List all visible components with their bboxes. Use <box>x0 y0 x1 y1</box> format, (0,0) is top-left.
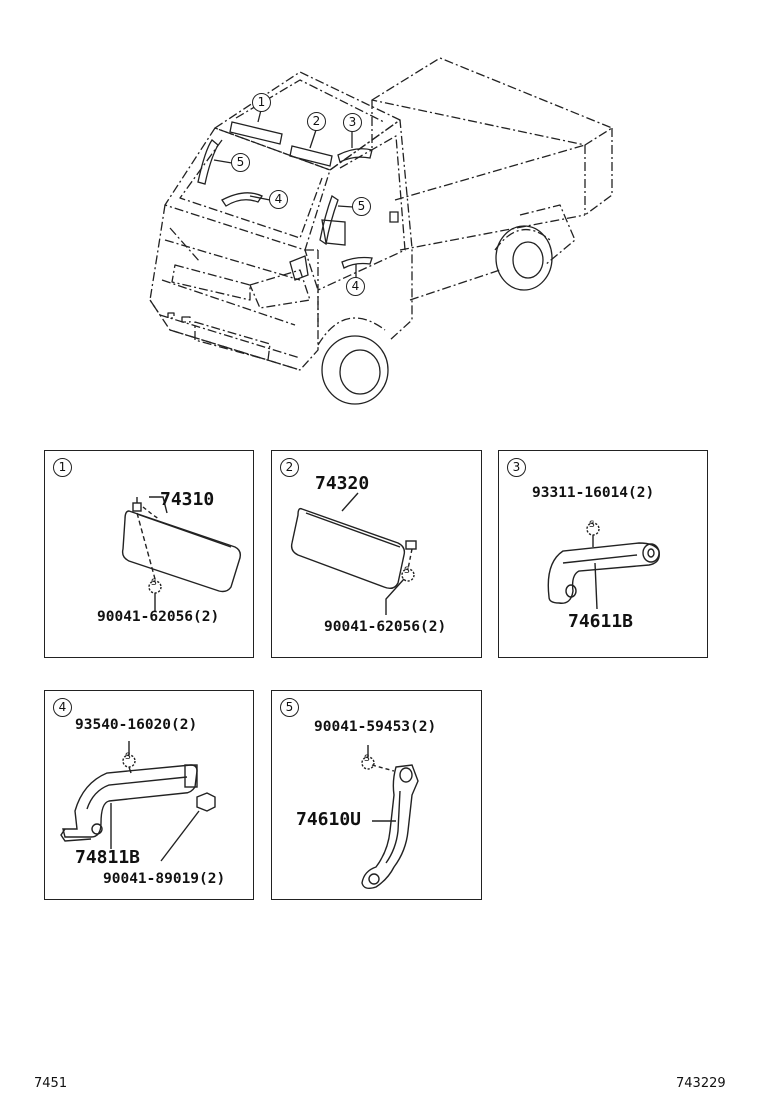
truck-illustration <box>149 57 613 405</box>
screw-icon: S <box>125 752 131 762</box>
overview-callout-4-front: 4 <box>269 190 288 209</box>
sun-visor-passenger-drawing <box>290 492 417 615</box>
footer-right-code: 743229 <box>676 1076 726 1091</box>
part-number-74811b: 74811B <box>75 847 141 868</box>
screw-icon: S <box>151 578 157 588</box>
part-number-grip-clip-4: 90041-89019(2) <box>103 871 226 887</box>
part-number-74610u: 74610U <box>296 809 362 830</box>
screw-icon: S <box>404 566 410 576</box>
assist-grip-74611b-drawing <box>547 522 660 610</box>
panel-assist-grip-74611b: 3 S 93311-16014(2) 74611B <box>498 450 708 658</box>
clip-icon <box>196 792 216 812</box>
panel-sun-visor-passenger: 2 S 74320 90041-62056(2) <box>271 450 482 658</box>
overview-callout-1: 1 <box>252 93 271 112</box>
assist-grip-74610u-drawing <box>361 745 419 890</box>
overview-callout-3: 3 <box>343 113 362 132</box>
overview-callout-5-side: 5 <box>352 197 371 216</box>
part-number-visor-screw-1: 90041-62056(2) <box>97 609 220 625</box>
assist-grip-74811b-drawing <box>60 741 216 862</box>
part-number-grip-screw-3: 93311-16014(2) <box>532 485 655 501</box>
visor-hinge-icon <box>132 502 142 512</box>
overview-callout-2: 2 <box>307 112 326 131</box>
overview-callout-4-side: 4 <box>346 277 365 296</box>
panel-assist-grip-74610u: 5 S 90041-59453(2) 74610U <box>271 690 482 900</box>
sun-visor-driver-drawing <box>121 496 242 611</box>
screw-icon: S <box>364 754 370 764</box>
part-number-74320: 74320 <box>315 473 370 494</box>
screw-icon: S <box>589 520 595 530</box>
part-number-visor-screw-2: 90041-62056(2) <box>324 619 447 635</box>
panel-assist-grip-74811b: 4 S 93540-16020(2) 74811B 90041-89019(2) <box>44 690 254 900</box>
panel-5-callout: 5 <box>280 698 299 717</box>
panel-2-callout: 2 <box>280 458 299 477</box>
panel-1-callout: 1 <box>53 458 72 477</box>
visor-hinge-icon <box>405 540 417 550</box>
part-number-grip-screw-5: 90041-59453(2) <box>314 719 437 735</box>
footer-left-code: 7451 <box>34 1076 68 1091</box>
part-number-74310: 74310 <box>160 489 215 510</box>
panel-3-callout: 3 <box>507 458 526 477</box>
overview-callout-5-front: 5 <box>231 153 250 172</box>
part-number-74611b: 74611B <box>568 611 634 632</box>
part-number-grip-screw-4: 93540-16020(2) <box>75 717 198 733</box>
panel-sun-visor-driver: 1 S 74310 90041-62056(2) <box>44 450 254 658</box>
panel-4-callout: 4 <box>53 698 72 717</box>
